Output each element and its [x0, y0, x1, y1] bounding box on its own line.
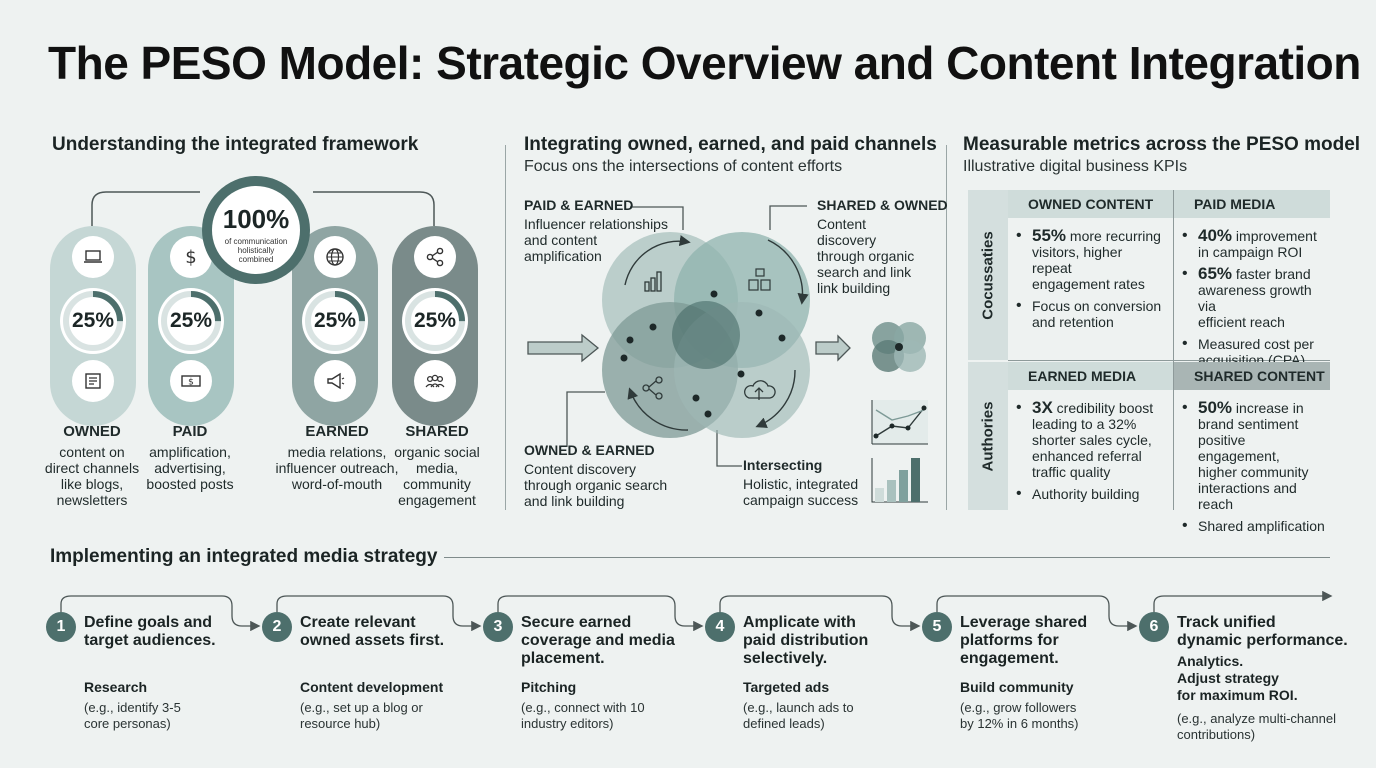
step-number: 3 — [483, 612, 513, 642]
bar-chart-icon — [871, 458, 928, 503]
percent-ring: 25% — [402, 288, 468, 354]
divider — [946, 145, 947, 510]
metric-header: EARNED MEDIA — [1008, 362, 1173, 390]
paid-earned-label: PAID & EARNED Influencer relationships a… — [524, 197, 668, 264]
step-number: 4 — [705, 612, 735, 642]
globe-icon — [314, 236, 356, 278]
step-arrow — [1153, 590, 1333, 612]
strategy-heading: Implementing an integrated media strateg… — [50, 546, 438, 567]
row-label: Authories — [968, 362, 1008, 510]
total-badge: 100% of communication holistically combi… — [202, 176, 310, 284]
metric-header: SHARED CONTENT — [1174, 362, 1330, 390]
integration-subheading: Focus ons the intersections of content e… — [524, 158, 843, 175]
step-activity: Content development — [300, 679, 444, 695]
owned-earned-label: OWNED & EARNED Content discovery through… — [524, 442, 668, 509]
step-arrow — [276, 595, 482, 632]
metrics-subheading: Illustrative digital business KPIs — [963, 158, 1188, 175]
metric-item: Shared amplification — [1182, 518, 1328, 534]
share-icon — [642, 376, 663, 400]
step-number: 2 — [262, 612, 292, 642]
framework-pill-owned: 25% — [50, 226, 136, 426]
row-label: Cocussaties — [968, 190, 1008, 360]
dollar-pair-icon — [748, 268, 771, 291]
percent-value: 25% — [413, 309, 457, 332]
divider — [505, 145, 506, 510]
step-number: 5 — [922, 612, 952, 642]
cloud-upload-icon — [744, 380, 776, 400]
step-arrow — [719, 595, 921, 632]
framework-pill-shared: 25% — [392, 226, 478, 426]
step-activity: Targeted ads — [743, 679, 830, 695]
step-arrow — [497, 595, 704, 632]
page-title: The PESO Model: Strategic Overview and C… — [48, 37, 1361, 89]
step-arrow — [936, 595, 1138, 632]
shared-owned-label: SHARED & OWNED Content discovery through… — [817, 197, 948, 296]
divider — [444, 557, 1330, 558]
laptop-icon — [72, 236, 114, 278]
metrics-heading: Measurable metrics across the PESO model — [963, 134, 1361, 155]
step-number: 6 — [1139, 612, 1169, 642]
step-activity: Research — [84, 679, 148, 695]
framework-pill-earned: 25% — [292, 226, 378, 426]
framework-connector — [91, 191, 435, 226]
percent-value: 25% — [169, 309, 213, 332]
total-value: 100% — [222, 204, 290, 234]
metric-header: PAID MEDIA — [1174, 190, 1330, 218]
svg-text:$: $ — [188, 378, 194, 388]
venn-diagram — [527, 205, 928, 503]
metrics-table: Cocussaties Authories OWNED CONTENT 55% m… — [968, 190, 1330, 534]
metric-header: OWNED CONTENT — [1008, 190, 1173, 218]
step-number: 1 — [46, 612, 76, 642]
step-activity: Build community — [960, 679, 1074, 695]
banknote-icon: $ — [170, 360, 212, 402]
percent-value: 25% — [71, 309, 115, 332]
bar-chart-icon — [644, 271, 662, 292]
megaphone-icon — [314, 360, 356, 402]
integration-heading: Integrating owned, earned, and paid chan… — [524, 134, 937, 155]
percent-ring: 25% — [158, 288, 224, 354]
community-icon — [414, 360, 456, 402]
newspaper-icon — [72, 360, 114, 402]
line-chart-icon — [871, 400, 928, 445]
share-icon — [414, 236, 456, 278]
step-arrow — [60, 595, 261, 632]
step-activity: Pitching — [521, 679, 577, 695]
steps-connector — [60, 590, 1333, 632]
total-caption: of communication holistically combined — [224, 237, 288, 264]
percent-value: 25% — [313, 309, 357, 332]
metric-item: Authority building — [1016, 486, 1171, 502]
percent-ring: 25% — [60, 288, 126, 354]
framework-heading: Understanding the integrated framework — [52, 134, 419, 155]
intersecting-label: Intersecting Holistic, integrated campai… — [743, 457, 859, 508]
svg-text:$: $ — [185, 247, 196, 268]
percent-ring: 25% — [302, 288, 368, 354]
